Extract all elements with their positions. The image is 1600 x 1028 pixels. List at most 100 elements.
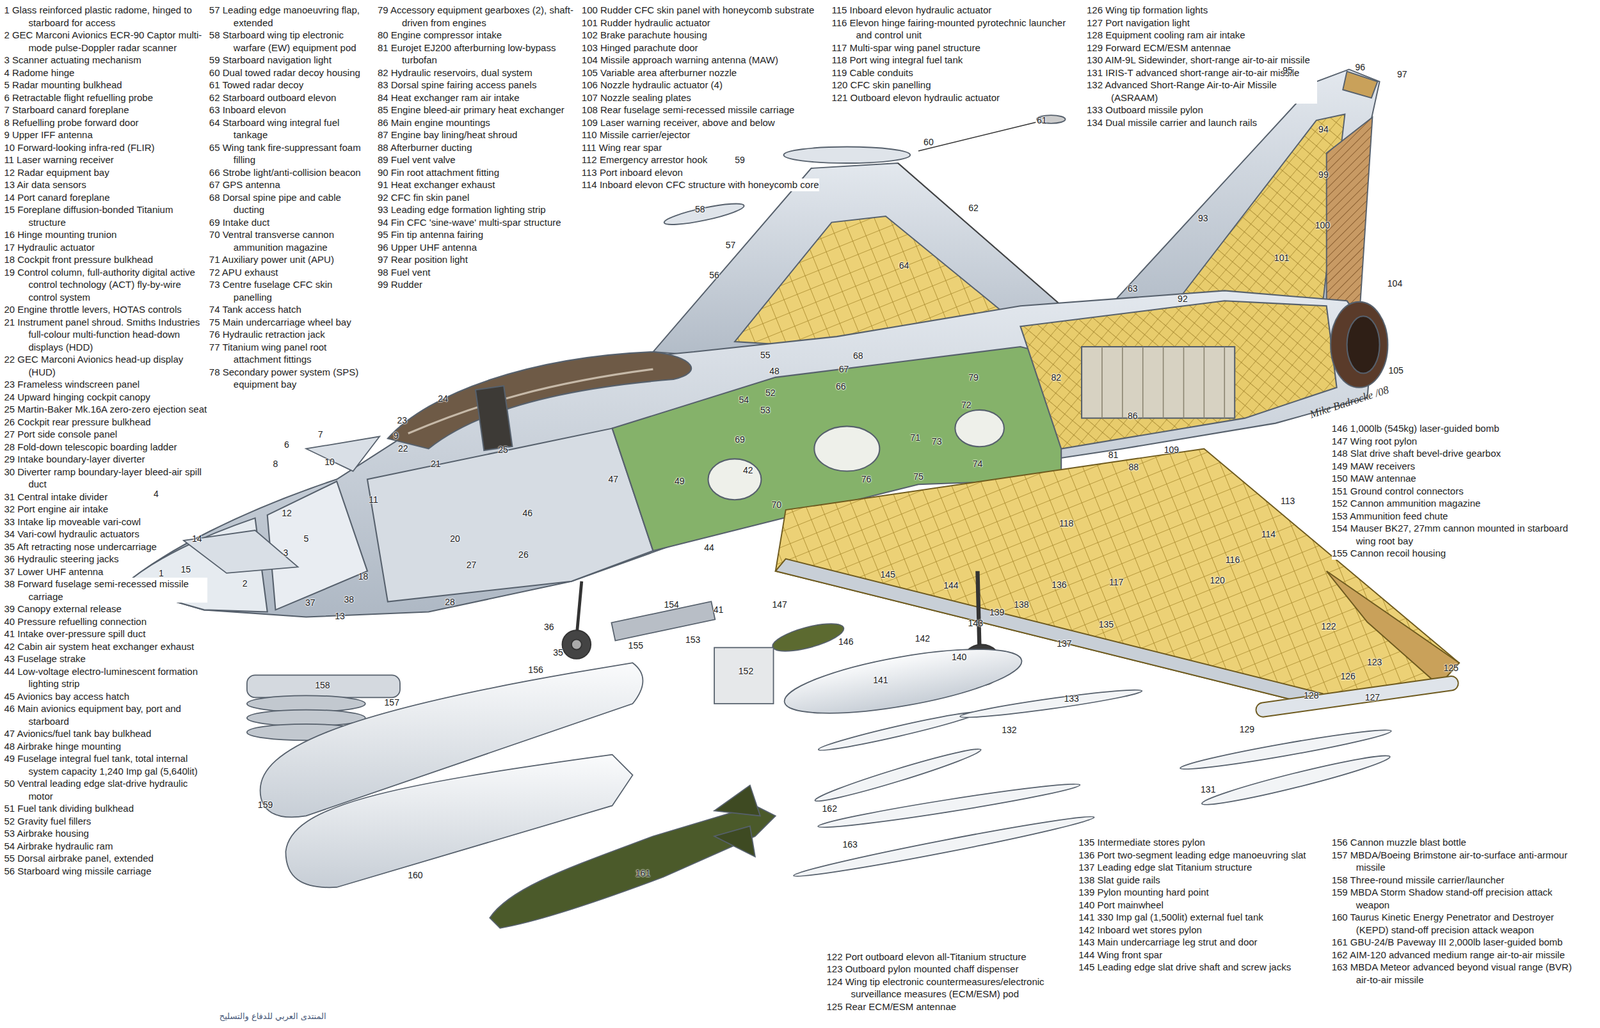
key-entry: 68 Dorsal spine pipe and cable ducting [209,191,373,217]
key-entry: 45 Avionics bay access hatch [3,690,130,704]
key-entry: 86 Main engine mountings [377,116,491,130]
key-entry: 58 Starboard wing tip electronic warfare… [209,28,373,54]
key-entry: 61 Towed radar decoy [209,78,304,92]
callout-number: 120 [1209,576,1225,586]
callout-number: 27 [466,560,477,571]
callout-number: 38 [343,595,354,605]
callout-number: 23 [396,415,408,425]
callout-number: 52 [765,387,776,398]
callout-number: 59 [734,155,745,166]
key-entry: 132 Advanced Short-Range Air-to-Air Miss… [1086,78,1318,104]
callout-number: 123 [1367,657,1382,667]
callout-number: 136 [1051,579,1067,590]
key-entry: 78 Secondary power system (SPS) equipmen… [209,366,373,392]
key-entry: 38 Forward fuselage semi-recessed missil… [3,577,208,603]
undercarriage-part [571,640,582,651]
callout-number: 9 [393,430,399,441]
key-entry: 110 Missile carrier/ejector [581,128,691,142]
callout-number: 57 [725,240,736,250]
callout-number: 141 [872,675,888,686]
fuselage-part [1347,316,1380,374]
key-entry: 120 CFC skin panelling [831,78,931,92]
callout-number: 5 [303,533,309,544]
callout-number: 75 [913,471,924,482]
callout-number: 25 [497,445,509,456]
key-entry: 162 AIM-120 advanced medium range air-to… [1331,949,1565,962]
key-entry: 1 Glass reinforced plastic radome, hinge… [3,3,208,29]
stores-part [959,686,1143,722]
key-entry: 76 Hydraulic retraction jack [209,328,326,342]
key-entry: 49 Fuselage integral fuel tank, total in… [3,752,208,778]
callout-number: 69 [734,435,745,445]
key-column: 146 1,000lb (545kg) laser-guided bomb147… [1331,422,1588,560]
key-entry: 8 Refuelling probe forward door [3,116,139,130]
watermark: المنتدى العربي للدفاع والتسليح [219,1011,327,1022]
key-entry: 32 Port engine air intake [3,503,109,516]
callout-number: 7 [318,430,324,440]
key-column: 79 Accessory equipment gearboxes (2), sh… [377,3,578,292]
key-entry: 33 Intake lip moveable vari-cowl [3,515,141,529]
key-entry: 5 Radar mounting bulkhead [3,78,122,92]
key-entry: 69 Intake duct [209,216,270,230]
key-entry: 3 Scanner actuating mechanism [3,53,141,67]
key-entry: 16 Hinge mounting trunion [3,228,117,242]
key-entry: 147 Wing root pylon [1331,435,1417,448]
key-entry: 31 Central intake divider [3,490,108,504]
key-entry: 88 Afterburner ducting [377,141,473,155]
key-entry: 75 Main undercarriage wheel bay [209,316,352,329]
callout-number: 64 [899,260,910,271]
key-entry: 67 GPS antenna [209,178,281,192]
key-entry: 72 APU exhaust [209,266,279,280]
key-entry: 70 Ventral transverse cannon ammunition … [209,228,373,254]
port-wing-part [1326,571,1460,687]
fuselage-part [708,458,762,500]
callout-number: 99 [1318,169,1329,180]
callout-number: 26 [518,550,529,560]
key-entry: 79 Accessory equipment gearboxes (2), sh… [377,3,578,29]
key-entry: 96 Upper UHF antenna [377,241,477,255]
callout-number: 21 [430,459,441,470]
callout-number: 18 [358,571,369,582]
callout-number: 72 [961,400,972,410]
callout-number: 46 [522,508,534,518]
key-entry: 91 Heat exchanger exhaust [377,178,495,192]
callout-number: 145 [880,569,895,580]
key-entry: 145 Leading edge slat drive shaft and sc… [1078,961,1291,975]
key-column: 122 Port outboard elevon all-Titanium st… [826,951,1076,1014]
callout-number: 100 [1315,220,1330,231]
key-column: 1 Glass reinforced plastic radome, hinge… [3,3,208,878]
key-entry: 37 Lower UHF antenna [3,565,104,579]
callout-number: 97 [1397,69,1408,80]
callout-number: 137 [1056,638,1072,649]
callout-number: 42 [743,465,754,475]
key-entry: 4 Radome hinge [3,66,75,80]
key-entry: 160 Taurus Kinetic Energy Penetrator and… [1331,911,1588,937]
key-entry: 25 Martin-Baker Mk.16A zero-zero ejectio… [3,403,207,416]
fuselage-part [1102,346,1225,419]
key-entry: 82 Hydraulic reservoirs, dual system [377,66,533,80]
key-entry: 19 Control column, full-authority digita… [3,266,208,304]
key-entry: 161 GBU-24/B Paveway III 2,000lb laser-g… [1331,936,1563,950]
callout-number: 133 [1063,694,1079,704]
callout-number: 70 [771,500,783,511]
key-entry: 51 Fuel tank dividing bulkhead [3,802,134,816]
key-entry: 65 Wing tank fire-suppressant foam filli… [209,141,373,167]
tail-fin-part [1342,71,1378,98]
callout-number: 142 [915,633,930,644]
key-entry: 105 Variable area afterburner nozzle [581,66,737,80]
callout-number: 131 [1200,784,1216,795]
callout-number: 154 [663,600,679,610]
key-entry: 60 Dual towed radar decoy housing [209,66,361,80]
key-entry: 104 Missile approach warning antenna (MA… [581,53,779,67]
key-entry: 149 MAW receivers [1331,460,1416,473]
key-entry: 141 330 Imp gal (1,500lit) external fuel… [1078,911,1264,925]
callout-number: 140 [951,652,967,662]
fuselage-part [408,369,654,434]
key-entry: 54 Airbrake hydraulic ram [3,840,113,854]
callout-number: 11 [368,495,379,505]
callout-number: 143 [968,618,984,629]
callout-number: 81 [1108,450,1119,461]
callout-number: 82 [1050,372,1062,383]
stores-part [792,811,1096,882]
key-entry: 7 Starboard canard foreplane [3,103,129,117]
